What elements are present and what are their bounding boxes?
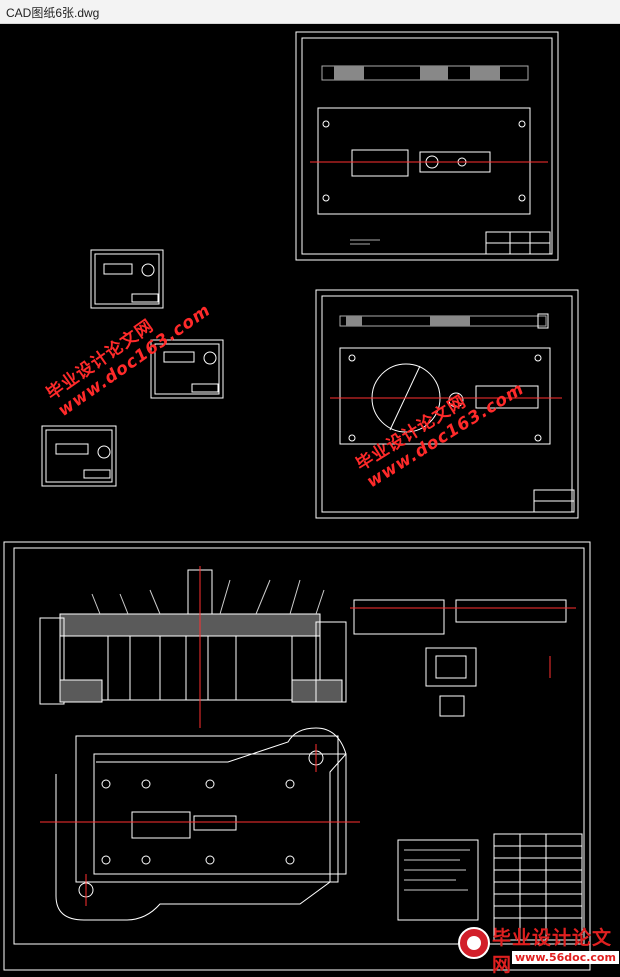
drawing-canvas[interactable]: 毕业设计论文网 www.doc163.com 毕业设计论文网 www.doc16… (0, 24, 620, 975)
logo-site: www.56doc.com (512, 951, 619, 964)
drawing-sheet-3 (3, 541, 591, 971)
drawing-sheet-small-a (90, 249, 164, 309)
site-logo: 毕业设计论文网 www.56doc.com (458, 917, 619, 976)
drawing-sheet-small-c (41, 425, 117, 487)
cad-drawing (3, 31, 591, 971)
logo-name: 毕业设计论文网 (492, 927, 613, 976)
drawing-sheet-small-b (150, 339, 224, 399)
centerlines (40, 161, 576, 906)
window-title: CAD图纸6张.dwg (6, 6, 100, 20)
drawing-sheet-1 (295, 31, 559, 261)
logo-mark-icon (458, 927, 490, 959)
window-titlebar: CAD图纸6张.dwg (0, 0, 620, 24)
